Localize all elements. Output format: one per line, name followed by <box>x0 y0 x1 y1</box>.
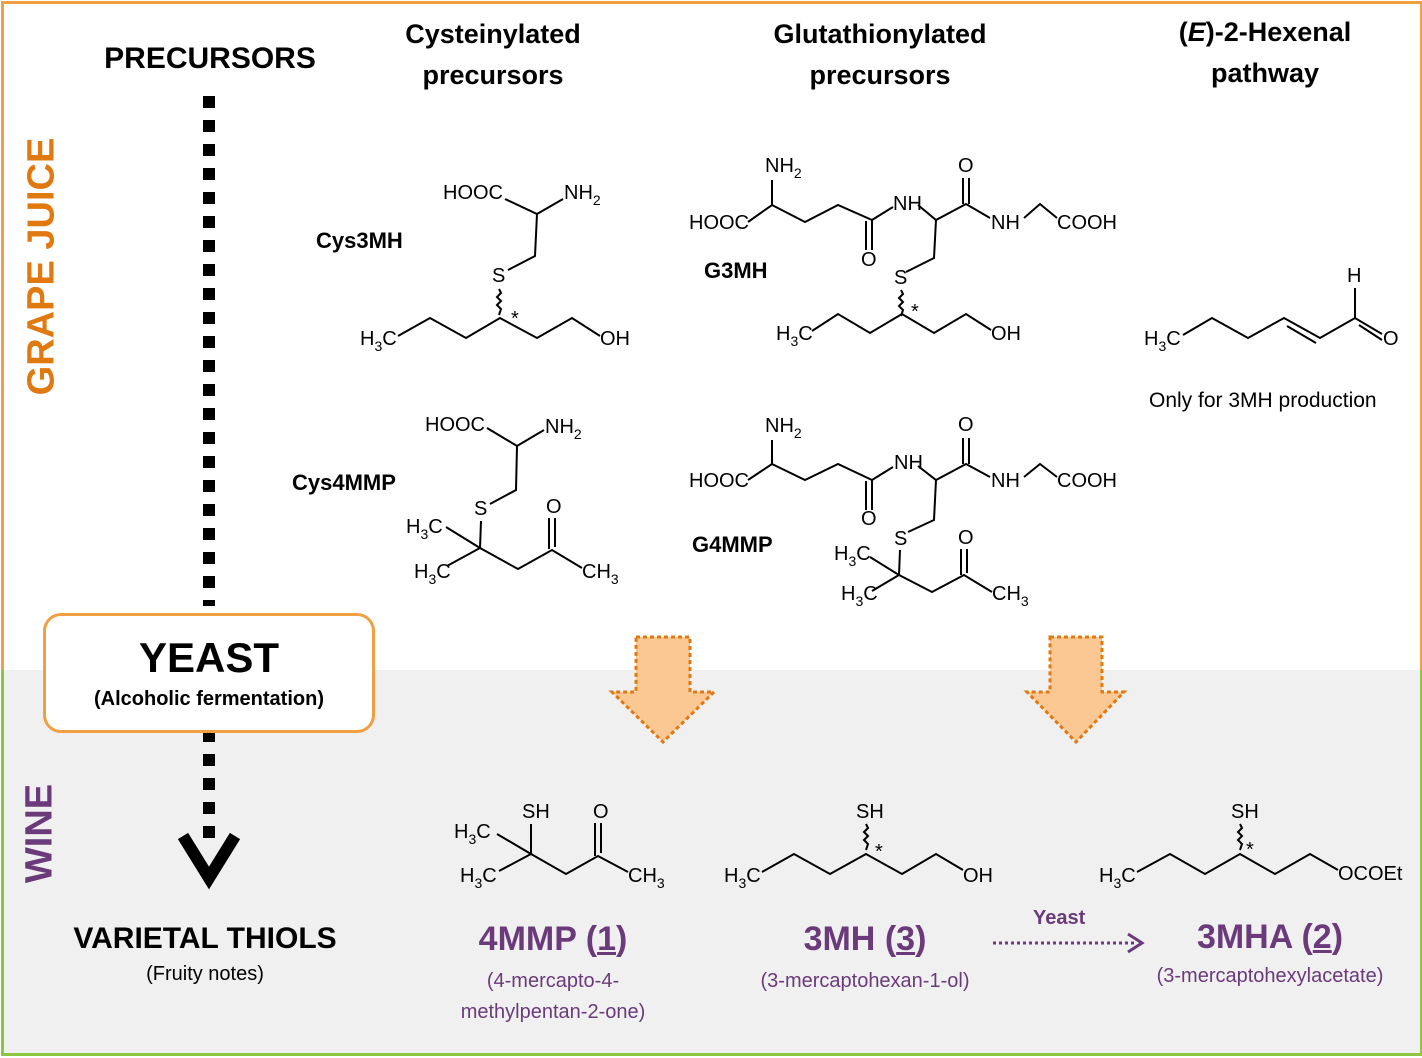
g3mh-star: * <box>911 301 919 323</box>
cys4mmp-o: O <box>546 496 562 518</box>
g4mmp-nh2: NH2 <box>765 415 802 441</box>
hexenal-header-rest: -2-Hexenal <box>1214 17 1352 47</box>
3mha-star: * <box>1246 839 1254 861</box>
precursors-title: PRECURSORS <box>104 42 316 75</box>
cys4mmp-s: S <box>474 498 487 520</box>
g4mmp-o-bottom: O <box>861 508 877 530</box>
g4mmp-h3c-top: H3C <box>834 543 871 569</box>
product-3mh-name: 3MH (3) <box>803 920 927 958</box>
4mmp-h3c-top: H3C <box>454 821 491 847</box>
yeast-box: YEAST (Alcoholic fermentation) <box>43 613 375 733</box>
4mmp-structure: SH O H3C H3C CH3 <box>454 801 665 891</box>
g3mh-s: S <box>894 267 907 289</box>
g3mh-structure: NH2 HOOC NH O NH COOH O S H3C OH * <box>689 155 1117 349</box>
g4mmp-label: G4MMP <box>692 532 773 557</box>
glutathionylated-header-line2: precursors <box>809 60 951 90</box>
g3mh-label: G3MH <box>704 258 768 283</box>
g4mmp-cooh: COOH <box>1057 470 1117 492</box>
hexenal-header: (E)-2-Hexenal pathway <box>1140 12 1390 94</box>
cysteinylated-header: Cysteinylated precursors <box>368 14 618 96</box>
product-3mha-name: 3MHA (2) <box>1196 918 1344 956</box>
g4mmp-o-ketone: O <box>958 527 974 549</box>
g3mh-cooh: COOH <box>1057 212 1117 234</box>
g4mmp-s: S <box>894 528 907 550</box>
g3mh-o-bottom: O <box>861 249 877 271</box>
grape-juice-panel <box>1 1 1422 674</box>
4mmp-sh: SH <box>522 801 550 823</box>
g3mh-nh: NH <box>893 193 922 215</box>
4mmp-o: O <box>593 801 609 823</box>
cys3mh-star: * <box>511 308 519 330</box>
cys3mh-h3c: H3C <box>360 328 397 354</box>
flow-arrowhead <box>177 832 241 890</box>
g4mmp-ch3: CH3 <box>992 583 1029 609</box>
cys3mh-hooc: HOOC <box>443 182 503 204</box>
cys3mh-oh: OH <box>600 328 630 350</box>
3mh-structure: SH H3C OH * <box>724 801 993 891</box>
hexenal-o: O <box>1383 328 1399 350</box>
conversion-arrowhead <box>1127 932 1145 954</box>
hexenal-structure: H O H3C <box>1144 265 1399 354</box>
3mh-sh: SH <box>856 801 884 823</box>
g4mmp-h3c-bottom: H3C <box>841 583 878 609</box>
glutathionylated-header-line1: Glutathionylated <box>773 19 987 49</box>
hexenal-header-line2: pathway <box>1210 58 1320 88</box>
cys4mmp-h3c-bottom: H3C <box>414 561 451 587</box>
3mh-h3c: H3C <box>724 865 761 891</box>
cys4mmp-ch3: CH3 <box>582 561 619 587</box>
g4mmp-structure: NH2 HOOC NH O NH COOH O S O H3C H3C CH3 <box>689 414 1117 609</box>
3mha-ocoet: OCOEt <box>1338 863 1403 885</box>
hexenal-header-line1: (E)-2-Hexenal <box>1178 17 1352 47</box>
g3mh-hooc: HOOC <box>689 212 749 234</box>
product-4mmp-name: 4MMP (1) <box>478 920 628 958</box>
cys4mmp-nh2: NH2 <box>545 416 582 442</box>
3mha-structure: SH H3C OCOEt * <box>1099 801 1403 891</box>
4mmp-ch3: CH3 <box>628 865 665 891</box>
g4mmp-hooc: HOOC <box>689 470 749 492</box>
cys3mh-label: Cys3MH <box>316 228 403 253</box>
fermentation-arrow-left <box>608 635 718 745</box>
varietal-thiols-subtitle: (Fruity notes) <box>146 963 264 985</box>
3mha-sh: SH <box>1231 801 1259 823</box>
g4mmp-nh-right: NH <box>991 470 1020 492</box>
cys3mh-s: S <box>492 265 505 287</box>
cys4mmp-structure: HOOC NH2 S O H3C H3C CH3 <box>406 414 619 587</box>
conversion-yeast-label: Yeast <box>1033 907 1086 929</box>
fermentation-arrow-right <box>1023 635 1128 745</box>
product-3mh-fullname: (3-mercaptohexan-1-ol) <box>760 970 970 992</box>
cys3mh-structure: HOOC NH2 S H3C OH * <box>360 182 630 354</box>
cys4mmp-hooc: HOOC <box>425 414 485 436</box>
g4mmp-o-top: O <box>958 414 974 436</box>
g3mh-oh: OH <box>991 323 1021 345</box>
cysteinylated-header-line2: precursors <box>422 60 564 90</box>
cys3mh-nh2: NH2 <box>564 182 601 208</box>
yeast-title: YEAST <box>138 634 280 681</box>
hexenal-e-letter: E <box>1187 17 1206 47</box>
g3mh-o-top: O <box>958 155 974 177</box>
g3mh-nh2: NH2 <box>765 155 802 181</box>
product-3mha-fullname: (3-mercaptohexylacetate) <box>1156 965 1384 987</box>
3mha-h3c: H3C <box>1099 865 1136 891</box>
yeast-subtitle: (Alcoholic fermentation) <box>93 688 324 710</box>
g4mmp-nh: NH <box>894 452 923 474</box>
hexenal-h: H <box>1347 265 1361 287</box>
cys4mmp-label: Cys4MMP <box>292 470 396 495</box>
varietal-thiols-title: VARIETAL THIOLS <box>73 922 337 955</box>
product-4mmp-fullname: (4-mercapto-4- methylpentan-2-one) <box>460 970 646 1023</box>
hexenal-h3c: H3C <box>1144 328 1181 354</box>
g3mh-nh-right: NH <box>991 212 1020 234</box>
cys4mmp-h3c-top: H3C <box>406 516 443 542</box>
cysteinylated-header-line1: Cysteinylated <box>405 19 581 49</box>
glutathionylated-header: Glutathionylated precursors <box>740 14 1020 96</box>
4mmp-h3c-bottom: H3C <box>460 865 497 891</box>
3mh-oh: OH <box>963 865 993 887</box>
hexenal-note: Only for 3MH production <box>1149 389 1377 412</box>
3mh-star: * <box>875 841 883 863</box>
g3mh-h3c: H3C <box>776 323 813 349</box>
